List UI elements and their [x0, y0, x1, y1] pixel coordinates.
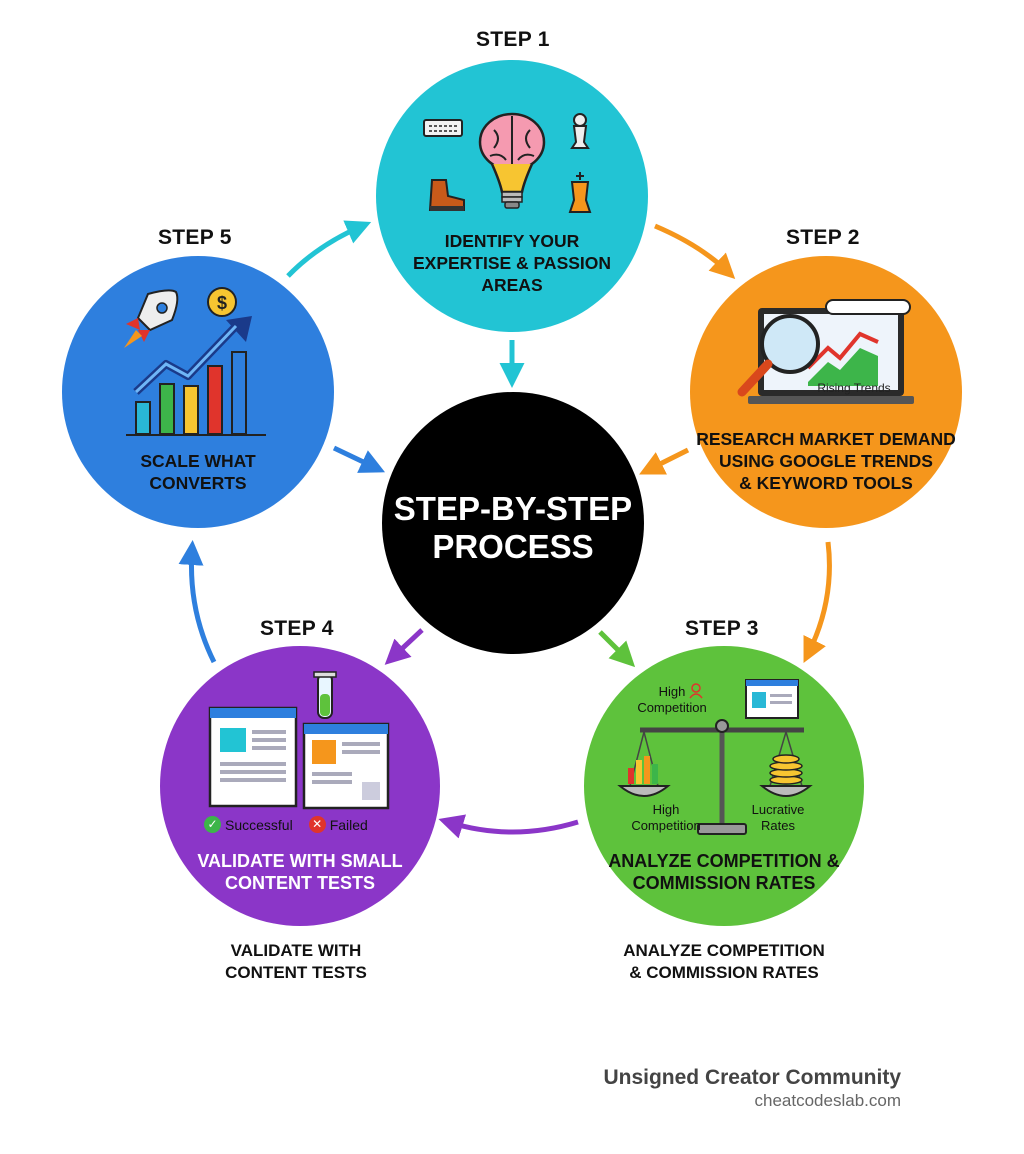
step4-text-line1: VALIDATE WITH SMALL [197, 851, 403, 871]
step4-circle [160, 646, 440, 926]
scale-left-text-1: High [653, 802, 680, 817]
step2-illustration: Rising Trends [737, 299, 914, 404]
arrow-step2-to-step3 [803, 541, 832, 663]
arrow-step4-to-step5 [178, 540, 217, 664]
step3-illustration: High Competition High Competition [617, 679, 813, 835]
step1-illustration [423, 112, 592, 213]
brain-lightbulb-icon [478, 112, 546, 209]
mini-bars-icon [628, 756, 658, 784]
webpage-b-icon [302, 722, 390, 810]
step5-text-line2: CONVERTS [149, 473, 247, 493]
footer-site[interactable]: cheatcodeslab.com [754, 1091, 901, 1110]
center-title-line1: STEP-BY-STEP [393, 490, 633, 527]
step2-text-line2: USING GOOGLE TRENDS [719, 451, 933, 471]
arrow-step3-to-step4 [438, 814, 579, 839]
person-icon [689, 683, 703, 699]
chess-king-icon [568, 172, 592, 213]
step3-top-text-2: Competition [637, 700, 706, 715]
check-icon: ✓ [204, 816, 221, 833]
step2-chart-text: Rising Trends [817, 381, 890, 395]
step1-label: STEP 1 [476, 28, 550, 51]
arrow-step2-to-center [639, 447, 690, 475]
caption-right: ANALYZE COMPETITION & COMMISSION RATES [592, 940, 856, 984]
step2-text-line3: & KEYWORD TOOLS [739, 473, 913, 493]
keyboard-icon [423, 119, 463, 137]
step3-label: STEP 3 [685, 617, 759, 640]
cross-icon: ✕ [308, 816, 326, 833]
step3-top-text-1: High [659, 684, 686, 699]
test-tube-icon [313, 671, 337, 719]
rocket-icon [124, 289, 179, 348]
scale-left-text-2: Competition [631, 818, 700, 833]
arrow-center-to-step4 [384, 628, 424, 665]
step3-text-line2: COMMISSION RATES [632, 873, 816, 893]
badge-success-label: Successful [225, 816, 293, 833]
arrow-step5-to-center [332, 445, 386, 473]
step4-text-line2: CONTENT TESTS [224, 873, 375, 893]
svg-text:$: $ [217, 293, 227, 313]
footer-brand: Unsigned Creator Community [603, 1066, 901, 1089]
step2-text-line1: RESEARCH MARKET DEMAND [696, 429, 956, 449]
step5-text: SCALE WHAT CONVERTS [62, 450, 334, 494]
scale-right-text-1: Lucrative [752, 802, 805, 817]
step2-label: STEP 2 [786, 226, 860, 249]
arrow-step1-to-step2 [654, 223, 736, 279]
dollar-coin-icon: $ [207, 287, 237, 317]
caption-right-line2: & COMMISSION RATES [629, 963, 819, 982]
trend-arrow-icon [133, 316, 252, 395]
step1-text: IDENTIFY YOUR EXPERTISE & PASSION AREAS [396, 230, 628, 296]
step5-text-line1: SCALE WHAT [140, 451, 256, 471]
magnifier-icon [737, 314, 820, 397]
step1-text-line3: AREAS [481, 275, 543, 295]
step3-text-line1: ANALYZE COMPETITION & [608, 851, 840, 871]
caption-left: VALIDATE WITH CONTENT TESTS [196, 940, 396, 984]
center-circle [382, 392, 644, 654]
center-title: STEP-BY-STEP PROCESS [382, 490, 644, 566]
step4-illustration [208, 671, 390, 810]
step3-text: ANALYZE COMPETITION & COMMISSION RATES [584, 850, 864, 894]
arrow-step5-to-step1 [286, 220, 372, 278]
step4-text: VALIDATE WITH SMALL CONTENT TESTS [160, 850, 440, 894]
step4-badges: ✓ Successful ✕ Failed [204, 816, 368, 833]
chess-pawn-icon [570, 113, 590, 149]
coins-stack-icon [769, 754, 803, 785]
step5-illustration: $ [124, 287, 266, 436]
badge-failed-label: Failed [329, 816, 368, 833]
step1-text-line2: EXPERTISE & PASSION [412, 253, 612, 273]
caption-left-line1: VALIDATE WITH [230, 941, 362, 960]
step1-text-line1: IDENTIFY YOUR [444, 231, 580, 251]
step4-label: STEP 4 [260, 617, 334, 640]
boot-icon [428, 179, 465, 211]
caption-right-line1: ANALYZE COMPETITION [623, 941, 825, 960]
caption-left-line2: CONTENT TESTS [225, 963, 367, 982]
profile-card-icon [745, 679, 799, 719]
webpage-a-icon [208, 706, 298, 808]
center-title-line2: PROCESS [432, 528, 594, 565]
step2-text: RESEARCH MARKET DEMAND USING GOOGLE TREN… [690, 428, 962, 494]
step5-label: STEP 5 [158, 226, 232, 249]
scale-right-text-2: Rates [761, 818, 795, 833]
arrow-center-to-step3 [598, 630, 636, 668]
bar-chart-icon [126, 351, 266, 436]
